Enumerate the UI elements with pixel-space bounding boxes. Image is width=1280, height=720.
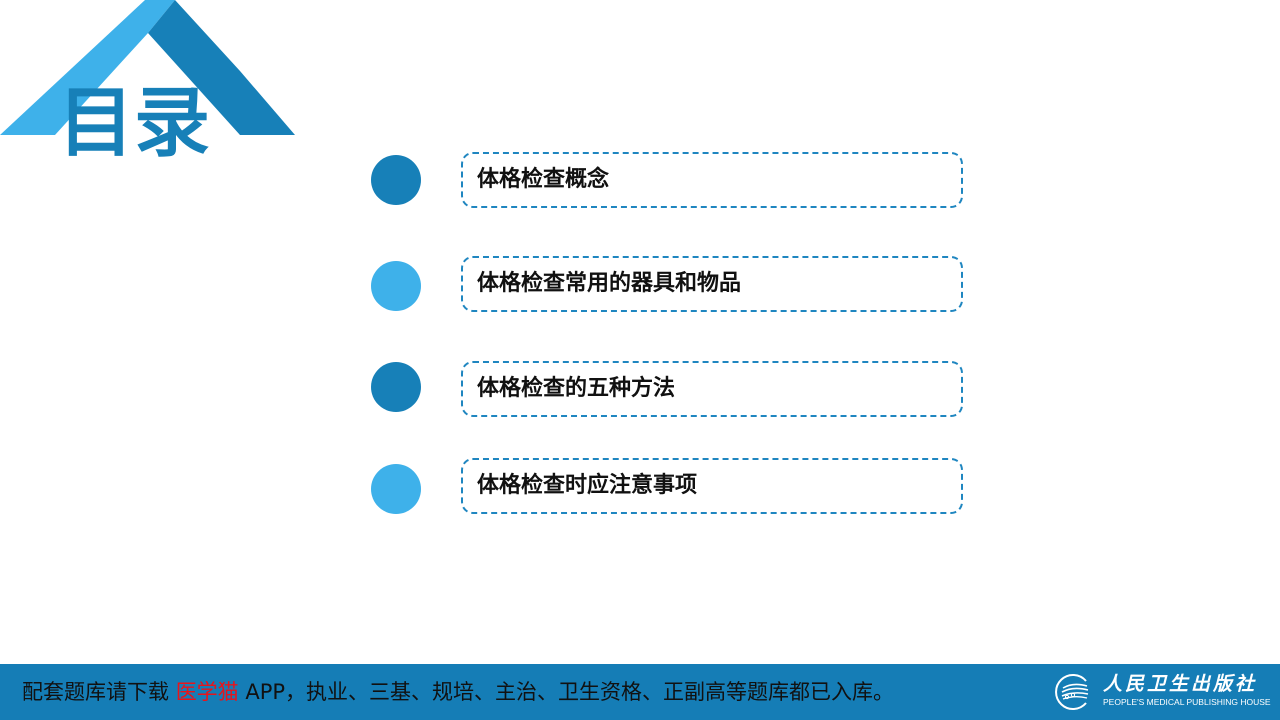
publisher-emblem-icon: [1055, 674, 1089, 710]
toc-item-box[interactable]: 体格检查时应注意事项: [461, 458, 963, 514]
roof-decoration-icon: [0, 0, 295, 135]
footer-notice: 配套题库请下载 医学猫 APP，执业、三基、规培、主治、卫生资格、正副高等题库都…: [22, 664, 894, 720]
bullet-circle-icon: [371, 464, 421, 514]
bullet-circle-icon: [371, 261, 421, 311]
toc-item-label: 体格检查的五种方法: [477, 376, 676, 401]
toc-item-2[interactable]: 体格检查常用的器具和物品: [371, 256, 964, 312]
toc-item-3[interactable]: 体格检查的五种方法: [371, 361, 964, 417]
toc-item-1[interactable]: 体格检查概念: [371, 152, 964, 208]
toc-item-box[interactable]: 体格检查的五种方法: [461, 361, 963, 417]
bullet-circle-icon: [371, 362, 421, 412]
toc-item-label: 体格检查常用的器具和物品: [477, 271, 742, 296]
app-name-link[interactable]: 医学猫: [175, 680, 239, 704]
publisher-logo: 人民卫生出版社 PEOPLE'S MEDICAL PUBLISHING HOUS…: [1053, 672, 1273, 712]
page-title: 目录: [58, 78, 210, 167]
toc-item-label: 体格检查时应注意事项: [477, 473, 698, 498]
toc-item-label: 体格检查概念: [477, 167, 610, 192]
publisher-name-cn: 人民卫生出版社: [1103, 673, 1258, 695]
bullet-circle-icon: [371, 155, 421, 205]
publisher-name-en: PEOPLE'S MEDICAL PUBLISHING HOUSE: [1103, 697, 1271, 707]
footer-bar: 配套题库请下载 医学猫 APP，执业、三基、规培、主治、卫生资格、正副高等题库都…: [0, 664, 1280, 720]
footer-text-after: APP，执业、三基、规培、主治、卫生资格、正副高等题库都已入库。: [238, 680, 895, 704]
toc-item-box[interactable]: 体格检查常用的器具和物品: [461, 256, 963, 312]
toc-item-box[interactable]: 体格检查概念: [461, 152, 963, 208]
toc-item-4[interactable]: 体格检查时应注意事项: [371, 458, 964, 514]
footer-text-before: 配套题库请下载: [22, 680, 176, 704]
